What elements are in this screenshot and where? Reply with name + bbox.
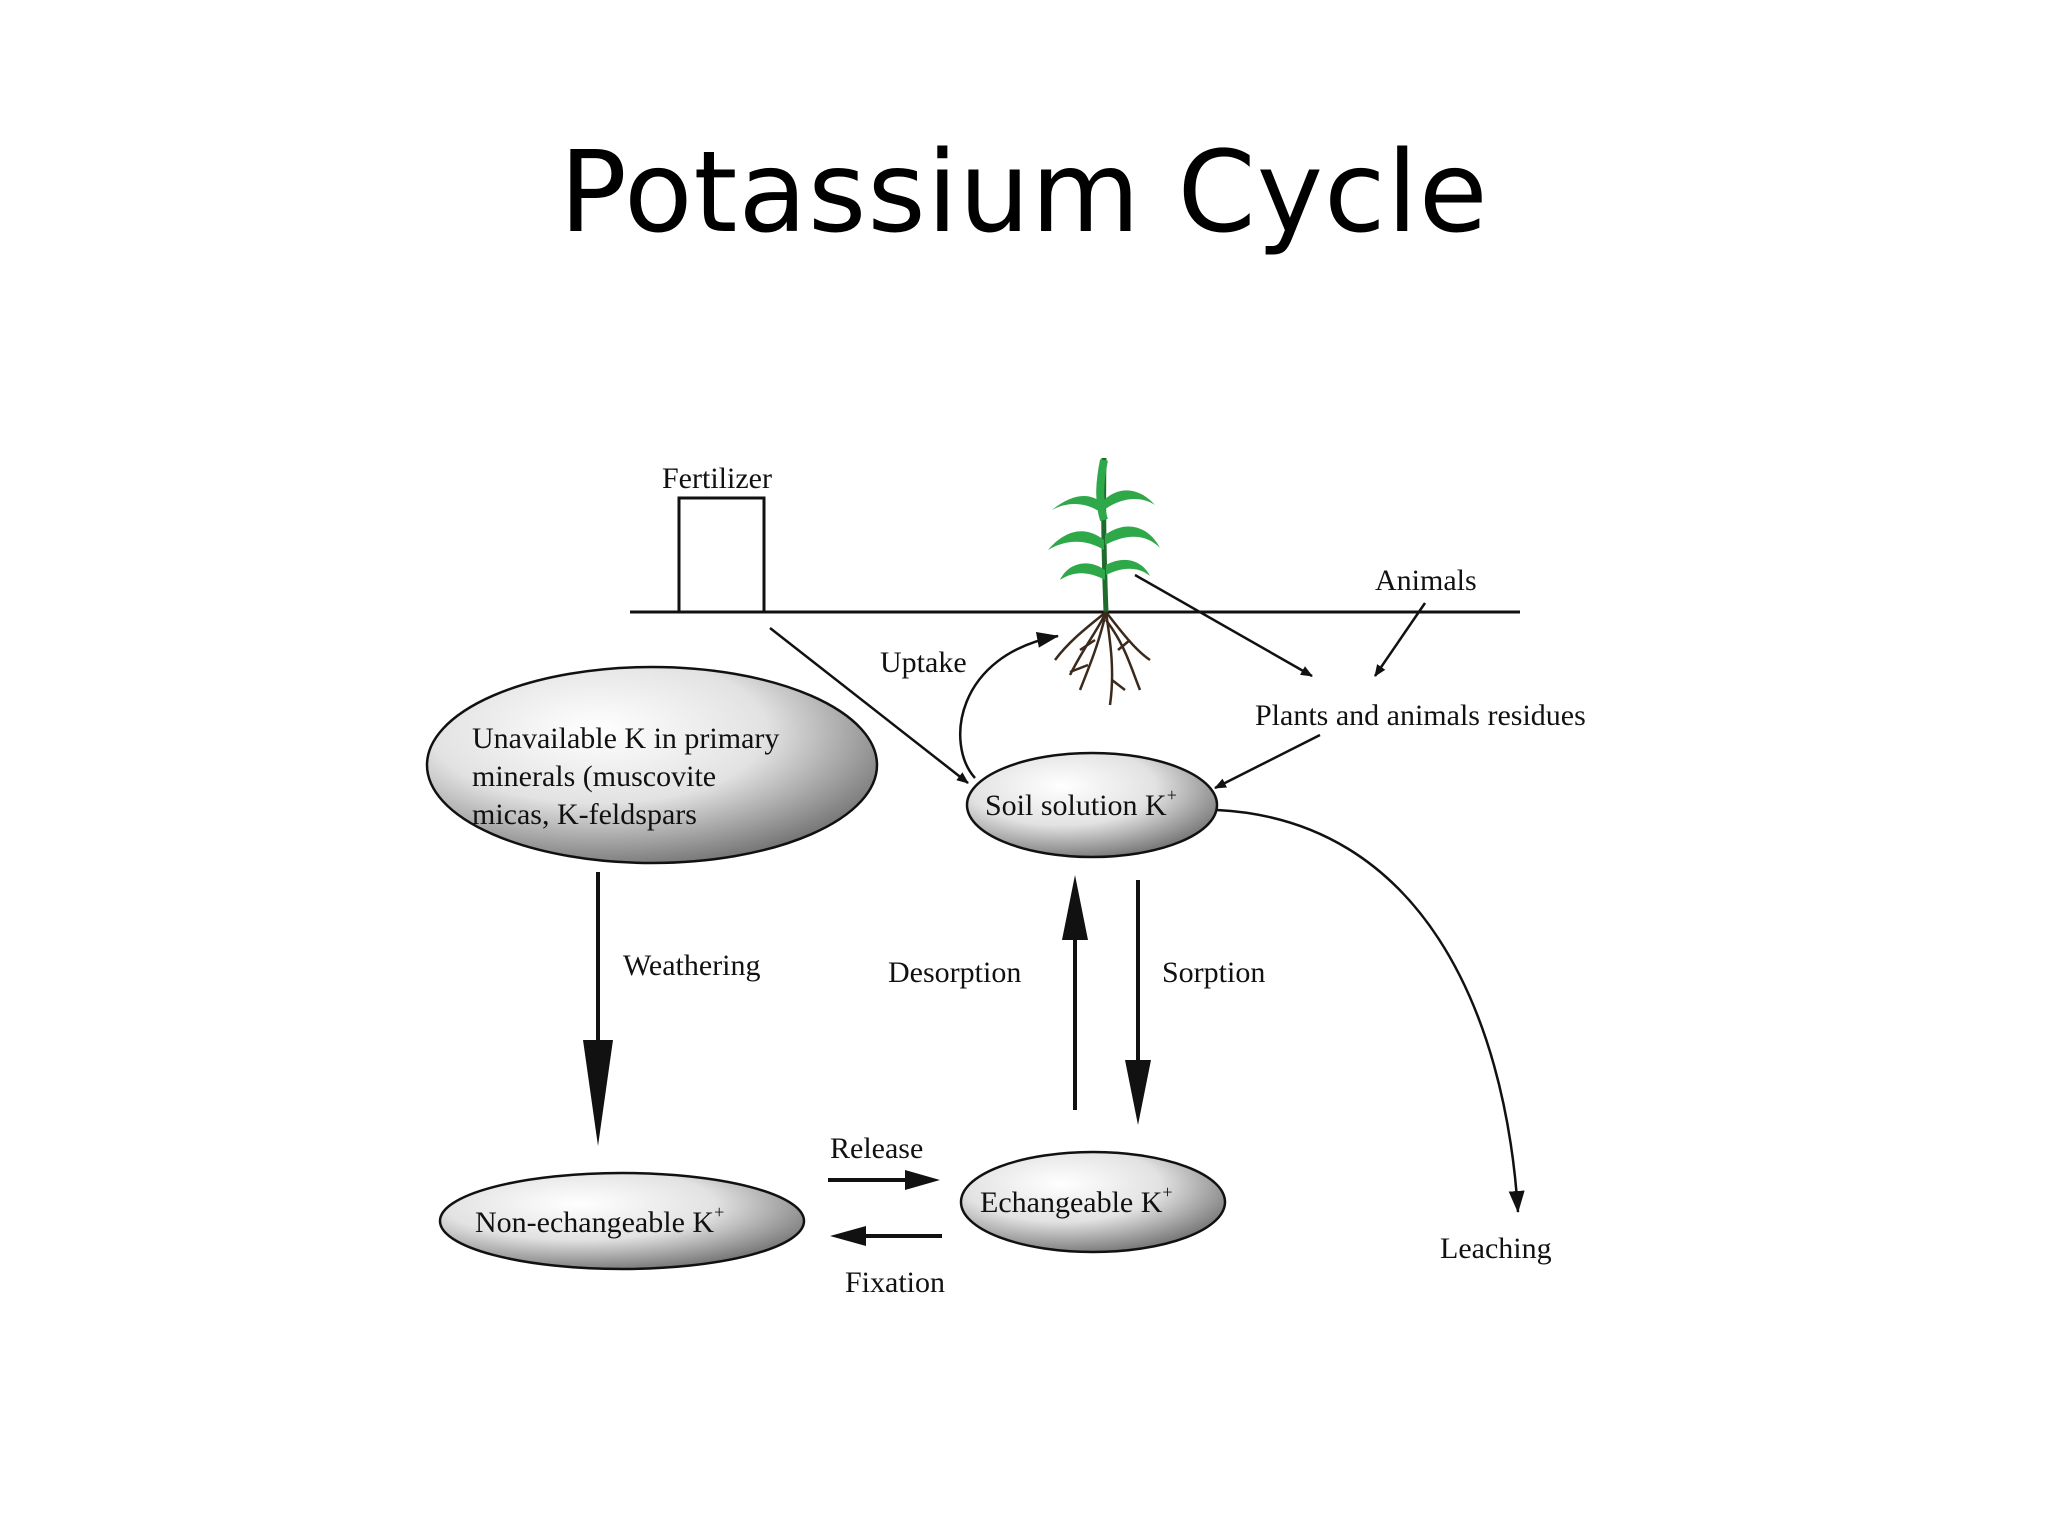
residues-label: Plants and animals residues: [1255, 699, 1586, 732]
non-exchangeable-label: Non-echangeable K+: [475, 1202, 724, 1239]
weathering-label: Weathering: [623, 949, 761, 982]
soil-solution-ellipse: [965, 751, 1219, 859]
arrow-fixation-head: [830, 1226, 866, 1246]
animals-label: Animals: [1375, 564, 1477, 597]
plant-icon: [1048, 457, 1160, 706]
arrow-residues-to-soil-solution: [1214, 733, 1321, 790]
arrow-leaching: [1216, 808, 1525, 1213]
unavailable-k-line-1: Unavailable K in primary: [472, 722, 779, 755]
fixation-label: Fixation: [845, 1266, 945, 1299]
non-exchangeable-ellipse: [438, 1171, 806, 1271]
slide-title: Potassium Cycle: [559, 128, 1489, 258]
arrow-animals-to-residues: [1373, 602, 1427, 677]
arrow-sorption-head: [1125, 1060, 1151, 1125]
arrow-plant-to-residues: [1134, 573, 1313, 678]
fertilizer-label: Fertilizer: [662, 462, 772, 495]
sorption-label: Sorption: [1162, 956, 1265, 989]
unavailable-k-line-2: minerals (muscovite: [472, 760, 716, 793]
unavailable-k-ellipse: [425, 665, 879, 865]
exchangeable-label: Echangeable K+: [980, 1182, 1173, 1219]
arrow-uptake: [958, 631, 1059, 779]
release-label: Release: [830, 1132, 923, 1165]
fertilizer-box: [677, 496, 766, 614]
arrow-fertilizer-to-soil-solution: [769, 627, 969, 784]
uptake-label: Uptake: [880, 646, 967, 679]
desorption-label: Desorption: [888, 956, 1021, 989]
leaching-label: Leaching: [1440, 1232, 1552, 1265]
arrow-weathering-head: [583, 1040, 613, 1146]
arrow-desorption-head: [1062, 875, 1088, 940]
exchangeable-ellipse: [959, 1150, 1227, 1254]
soil-solution-label: Soil solution K+: [985, 785, 1177, 822]
unavailable-k-line-3: micas, K-feldspars: [472, 798, 697, 831]
arrow-release-head: [905, 1170, 940, 1190]
